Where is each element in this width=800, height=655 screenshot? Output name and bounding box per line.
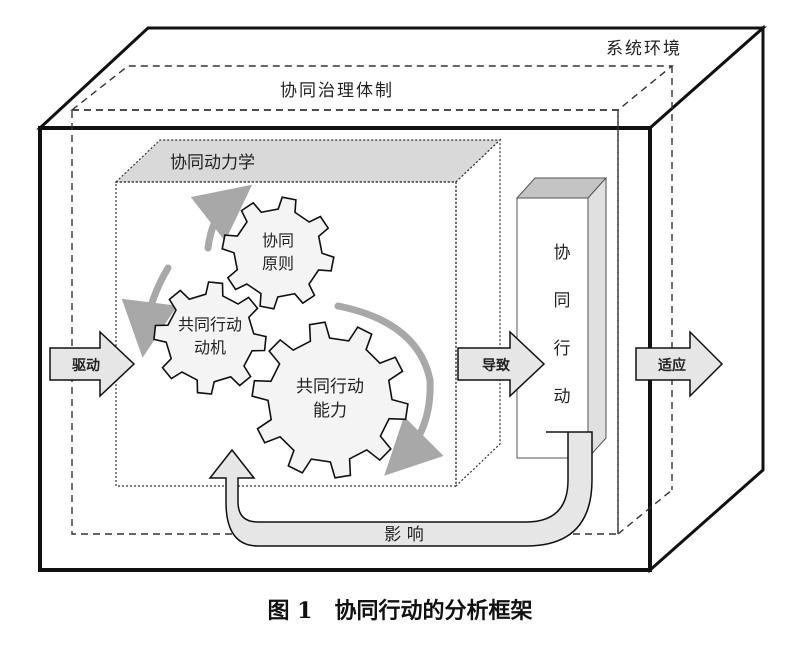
lead-arrow-label: 导致 <box>482 357 511 374</box>
gear-principles-line1: 协同 <box>262 231 294 250</box>
drive-arrow-label: 驱动 <box>72 357 100 374</box>
gear-principles: 协同 原则 <box>221 196 335 310</box>
influence-arrow-label: 影 响 <box>384 525 423 545</box>
gear-motivation-line2: 动机 <box>194 338 226 357</box>
collaborative-action-char3: 行 <box>554 339 571 359</box>
collaborative-action-char4: 动 <box>554 387 571 407</box>
cycle-arrows <box>121 184 444 476</box>
gear-capacity-line1: 共同行动 <box>296 377 364 397</box>
gear-principles-line2: 原则 <box>262 254 294 273</box>
drive-arrow: 驱动 <box>49 330 136 398</box>
collaborative-action-char1: 协 <box>554 243 571 263</box>
gear-capacity-line2: 能力 <box>313 401 347 421</box>
governance-regime-label: 协同治理体制 <box>280 81 394 101</box>
adapt-arrow-label: 适应 <box>658 357 686 374</box>
lead-arrow: 导致 <box>457 330 546 398</box>
figure-caption: 图 1 协同行动的分析框架 <box>268 598 533 624</box>
collaborative-action-column <box>515 176 608 460</box>
collaborative-dynamics-label: 协同动力学 <box>170 153 255 173</box>
system-environment-label: 系统环境 <box>606 39 682 59</box>
gear-motivation-line1: 共同行动 <box>178 315 242 334</box>
gear-motivation: 共同行动 动机 <box>153 281 267 395</box>
collaborative-action-char2: 同 <box>554 291 571 311</box>
influence-arrow: 影 响 <box>208 431 593 547</box>
adapt-arrow: 适应 <box>635 330 724 398</box>
gear-capacity: 共同行动 能力 <box>251 321 409 479</box>
collaborative-dynamics-box <box>114 138 502 488</box>
